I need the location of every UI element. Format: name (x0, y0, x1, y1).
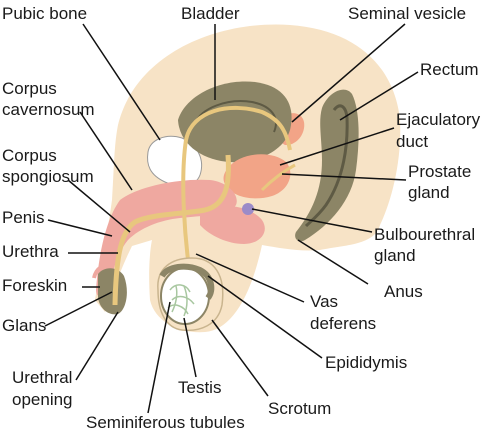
label-foreskin: Foreskin (2, 276, 67, 295)
label-vas-deferens-line1: Vas (310, 292, 338, 311)
rectum (295, 89, 359, 242)
seminiferous-tubules (167, 284, 195, 317)
label-urethra: Urethra (2, 242, 59, 261)
label-vas-deferens-line2: deferens (310, 314, 376, 333)
leader-corpus-spongiosum (67, 179, 131, 233)
leader-anus (297, 239, 369, 285)
prostate-gland (223, 154, 291, 199)
label-seminiferous-tubules: Seminiferous tubules (86, 413, 245, 432)
leader-seminiferous-tubules (147, 301, 171, 414)
vas-deferens-duct (181, 105, 292, 276)
label-corpus-cavernosum-line2: cavernosum (2, 100, 95, 119)
epididymis (159, 263, 215, 300)
label-ejaculatory-duct-line2: duct (396, 132, 428, 151)
leader-glans (44, 291, 113, 327)
label-penis: Penis (2, 208, 45, 227)
label-scrotum: Scrotum (268, 399, 331, 418)
label-corpus-spongiosum-line1: Corpus (2, 146, 57, 165)
label-seminal-vesicle: Seminal vesicle (348, 4, 466, 23)
rectum-lumen (304, 104, 349, 228)
leader-ejaculatory-duct (279, 127, 395, 166)
label-pubic-bone: Pubic bone (2, 4, 87, 23)
label-anus: Anus (384, 282, 423, 301)
label-epididymis: Epididymis (325, 353, 407, 372)
label-prostate-gland-line1: Prostate (408, 162, 471, 181)
label-prostate-gland-line2: gland (408, 183, 450, 202)
label-bulbourethral-gland-line1: Bulbourethral (374, 225, 475, 244)
bulbourethral-gland (242, 203, 254, 215)
leader-bulbourethral-gland (251, 208, 373, 233)
leader-corpus-cavernosum (79, 111, 133, 191)
label-rectum: Rectum (420, 60, 479, 79)
urethra-duct (112, 154, 231, 306)
label-testis: Testis (178, 378, 221, 397)
label-glans: Glans (2, 316, 46, 335)
bladder (178, 81, 292, 163)
label-corpus-spongiosum-line2: spongiosum (2, 167, 94, 186)
leader-scrotum (211, 319, 269, 397)
pubic-bone (147, 135, 203, 187)
testis (160, 267, 210, 325)
leader-rectum (339, 71, 419, 121)
label-corpus-cavernosum-line1: Corpus (2, 79, 57, 98)
label-bulbourethral-gland-line2: gland (374, 246, 416, 265)
foreskin (92, 263, 111, 279)
leader-epididymis (207, 275, 323, 359)
leader-vas-deferens (195, 253, 305, 303)
leader-testis (183, 317, 197, 378)
label-urethral-opening-line2: opening (12, 390, 73, 409)
leader-seminal-vesicle (291, 23, 406, 123)
label-bladder: Bladder (181, 4, 240, 23)
leader-pubic-bone (82, 23, 161, 141)
glans (98, 268, 127, 315)
leader-lines (44, 23, 419, 414)
ejaculatory-duct (260, 163, 296, 192)
corpus-spongiosum (200, 205, 265, 244)
leader-penis (47, 219, 113, 237)
leader-urethral-opening (75, 311, 119, 381)
leader-prostate-gland (281, 173, 407, 181)
label-ejaculatory-duct-line1: Ejaculatory (396, 110, 481, 129)
label-urethral-opening-line1: Urethral (12, 368, 72, 387)
